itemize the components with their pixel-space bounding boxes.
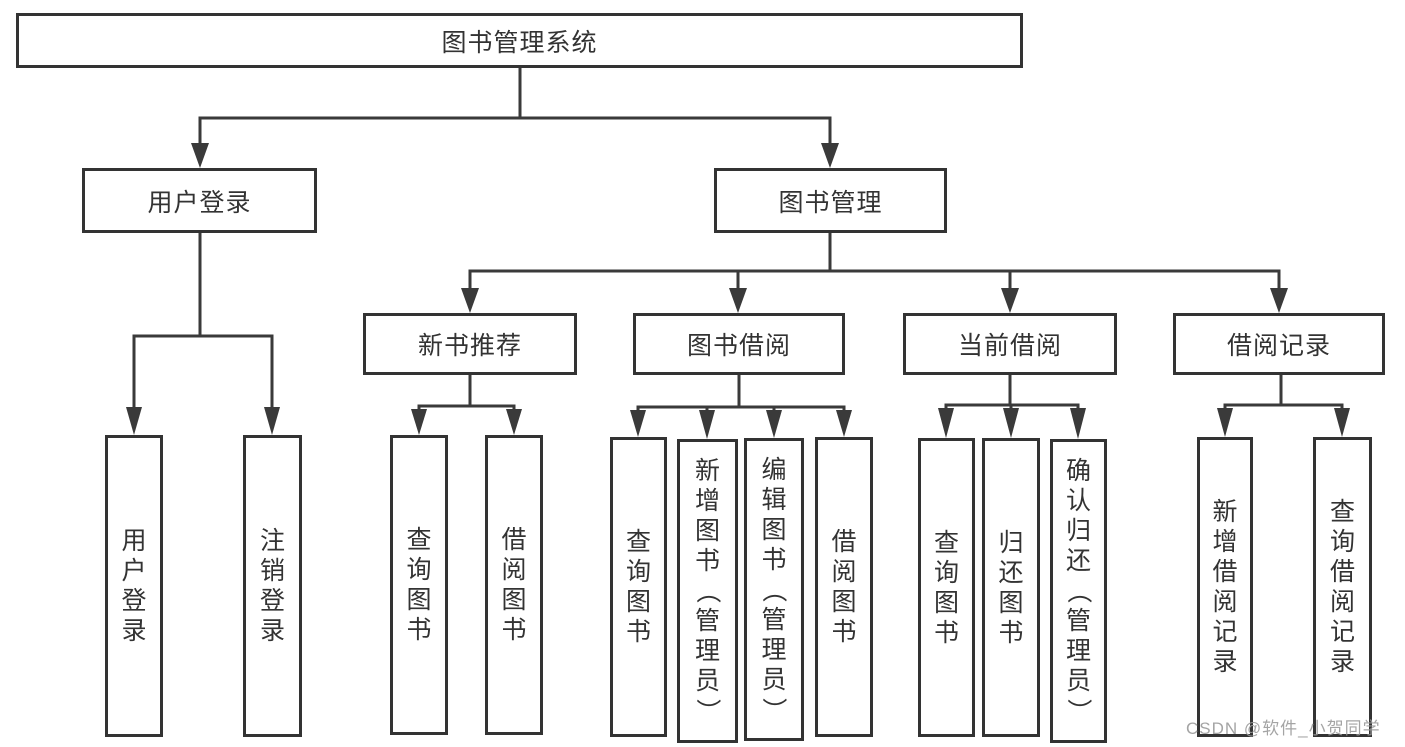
node-current-borrowing: 当前借阅 [903,313,1117,375]
node-user-login: 用户登录 [82,168,317,233]
node-book-borrowing: 图书借阅 [633,313,845,375]
node-borrowing-records: 借阅记录 [1173,313,1385,375]
leaf-edit-book-admin: 编辑图书（管理员） [744,438,804,741]
edge-user-login-to-leaves [126,233,280,435]
leaf-query-books-borrowing: 查询图书 [610,437,667,737]
leaf-add-book-admin: 新增图书（管理员） [677,439,738,743]
leaf-query-books-current: 查询图书 [918,438,975,737]
edge-borrowing-records-to-leaves [1217,375,1350,437]
leaf-borrow-books-borrowing: 借阅图书 [815,437,873,737]
leaf-query-books-recommend: 查询图书 [390,435,448,735]
edge-root-to-level2 [191,68,839,168]
edge-book-borrowing-to-leaves [630,375,852,439]
edge-new-book-recommendation-to-leaves [411,375,522,435]
edge-current-borrowing-to-leaves [938,375,1086,439]
leaf-query-borrow-record: 查询借阅记录 [1313,437,1372,737]
node-new-book-recommendation: 新书推荐 [363,313,577,375]
leaf-return-books: 归还图书 [982,438,1040,737]
leaf-borrow-books-recommend: 借阅图书 [485,435,543,735]
leaf-logout: 注销登录 [243,435,302,737]
leaf-confirm-return-admin: 确认归还（管理员） [1050,439,1107,743]
watermark: CSDN @软件_小贺同学 [1186,719,1381,738]
node-book-management: 图书管理 [714,168,947,233]
edge-book-management-to-level3 [461,233,1288,313]
leaf-add-borrow-record: 新增借阅记录 [1197,437,1253,737]
leaf-user-login: 用户登录 [105,435,163,737]
node-library-management-system: 图书管理系统 [16,13,1023,68]
